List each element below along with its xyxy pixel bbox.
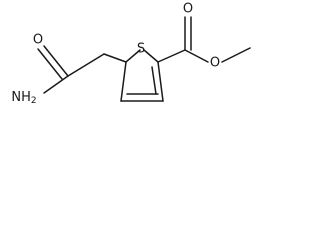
- amide-group: [37, 45, 105, 94]
- bond-c5-c6-double: [151, 66, 157, 95]
- bond-s1-c2: [125, 49, 141, 63]
- ester-oxygen-label: O: [210, 56, 220, 71]
- amine-nh: NH: [11, 90, 31, 105]
- bond-c5-c6: [157, 61, 164, 102]
- amine-subscript: 2: [31, 96, 37, 106]
- carbonyl-oxygen-label: O: [183, 2, 193, 17]
- bond-amide-co: [43, 45, 69, 77]
- bond-ring-carbonyl-right: [157, 49, 186, 63]
- bond-c6-s1: [143, 49, 159, 63]
- bond-amide-cn: [43, 75, 69, 94]
- amide-oxygen-label: O: [33, 33, 43, 48]
- ester-group: [157, 16, 251, 63]
- bond-amide-co-double: [37, 48, 63, 80]
- bond-ring-carbonyl-left: [67, 53, 105, 77]
- atom-labels: S O NH2 O O: [11, 2, 220, 107]
- thiophene-ring: [103, 49, 164, 102]
- bond-c2-c3: [103, 53, 127, 63]
- bond-c3-c4: [120, 61, 127, 102]
- bond-ester-c-o: [184, 49, 209, 63]
- molecule-structure: S O NH2 O O: [11, 2, 251, 107]
- bond-o-methyl: [221, 47, 251, 63]
- sulfur-atom-label: S: [137, 42, 145, 57]
- amine-label: NH2: [11, 90, 36, 107]
